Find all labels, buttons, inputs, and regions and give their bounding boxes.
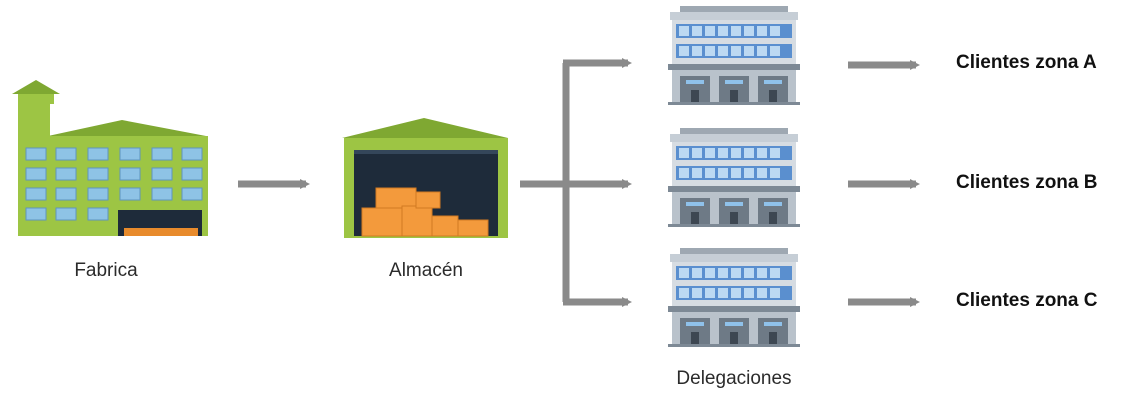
clients-zone-c-label: Clientes zona C <box>956 290 1098 311</box>
branch-connector <box>520 58 632 307</box>
clients-zone-a-label: Clientes zona A <box>956 52 1097 73</box>
clients-zone-b-label: Clientes zona B <box>956 172 1098 193</box>
warehouse-label: Almacén <box>389 260 463 281</box>
office-building-icon-a <box>668 6 800 105</box>
delegations-label: Delegaciones <box>676 368 792 389</box>
factory-icon <box>12 80 208 236</box>
factory-label: Fabrica <box>74 260 138 281</box>
office-building-icon-b <box>668 128 800 227</box>
office-building-icon-c <box>668 248 800 347</box>
warehouse-icon <box>342 118 508 238</box>
